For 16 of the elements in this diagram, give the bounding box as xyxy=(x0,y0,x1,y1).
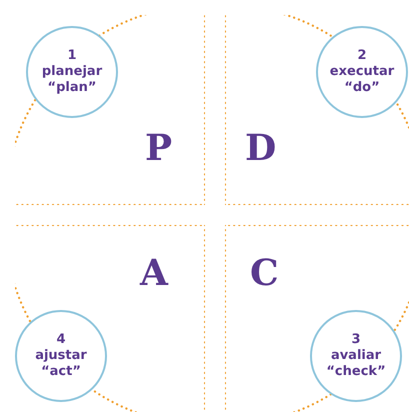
step-translation: “plan” xyxy=(48,80,96,96)
phase-letter: A xyxy=(140,255,168,291)
step-number: 1 xyxy=(67,48,77,64)
step-label: avaliar xyxy=(330,348,382,364)
phase-letter: D xyxy=(245,130,276,166)
step-translation: “do” xyxy=(344,80,380,96)
step-number: 2 xyxy=(357,48,367,64)
step-translation: “act” xyxy=(41,364,81,380)
phase-letter: C xyxy=(250,255,279,291)
step-label: ajustar xyxy=(35,348,87,364)
step-number: 3 xyxy=(351,332,361,348)
step-translation: “check” xyxy=(326,364,386,380)
step-label: executar xyxy=(330,64,394,80)
step-label: planejar xyxy=(42,64,102,80)
step-number: 4 xyxy=(56,332,66,348)
phase-letter: P xyxy=(145,130,172,166)
